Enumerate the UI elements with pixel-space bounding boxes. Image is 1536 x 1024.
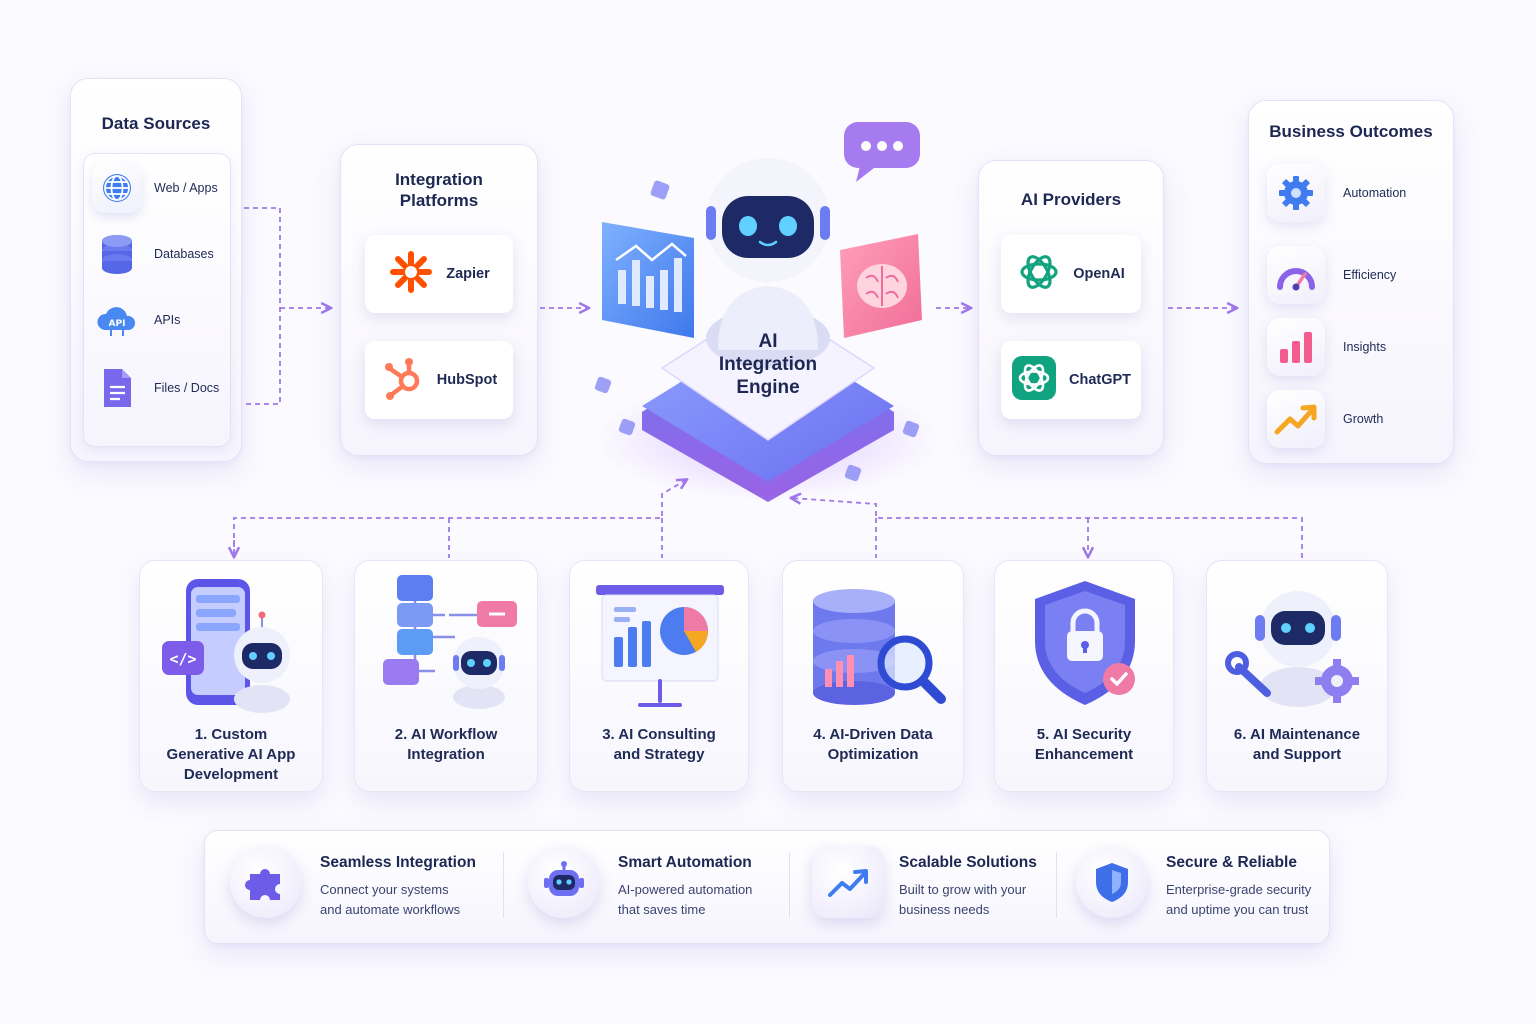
chat-bubble-icon bbox=[844, 122, 920, 182]
phone-robot-icon: </> bbox=[162, 579, 290, 713]
cloud-api-icon: API bbox=[92, 295, 142, 345]
platform-label: Zapier bbox=[446, 266, 490, 282]
feature-title: Secure & Reliable bbox=[1166, 854, 1297, 871]
service-card-workflow[interactable]: 2. AI Workflow Integration bbox=[354, 560, 538, 792]
ai-integration-engine bbox=[594, 122, 938, 502]
trend-up-icon bbox=[812, 846, 884, 918]
feature-desc: Enterprise-grade security and uptime you… bbox=[1166, 882, 1312, 917]
feature-divider bbox=[1056, 852, 1057, 918]
feature-smart-automation: Smart Automation AI-powered automation t… bbox=[528, 846, 752, 930]
robot-icon bbox=[706, 158, 830, 368]
source-files-docs[interactable]: Files / Docs bbox=[92, 360, 219, 416]
integration-platforms-title: Integration Platforms bbox=[395, 170, 483, 210]
provider-chatgpt[interactable]: ChatGPT bbox=[1001, 341, 1141, 419]
business-outcomes-title: Business Outcomes bbox=[1269, 122, 1433, 141]
database-magnifier-icon bbox=[813, 589, 946, 705]
service-label: 3. AI Consulting and Strategy bbox=[602, 726, 716, 763]
provider-label: ChatGPT bbox=[1068, 372, 1132, 388]
feature-desc: Connect your systems and automate workfl… bbox=[320, 882, 461, 917]
data-sources-title: Data Sources bbox=[101, 114, 211, 133]
source-label: Files / Docs bbox=[154, 381, 220, 395]
outcome-label: Efficiency bbox=[1343, 268, 1397, 282]
shield-lock-icon bbox=[1035, 581, 1135, 705]
ai-providers-panel: AI Providers OpenAI ChatGPT bbox=[978, 160, 1164, 456]
provider-openai[interactable]: OpenAI bbox=[1001, 235, 1141, 313]
chart-panel-icon bbox=[602, 222, 694, 338]
bracket-sources bbox=[244, 207, 281, 405]
service-label: 4. AI-Driven Data Optimization bbox=[813, 726, 933, 763]
feature-desc: Built to grow with your business needs bbox=[899, 882, 1027, 917]
gear-icon bbox=[1267, 164, 1325, 222]
outcome-label: Growth bbox=[1343, 412, 1384, 426]
shield-icon bbox=[1076, 846, 1148, 918]
brain-panel-icon bbox=[840, 234, 922, 338]
zapier-icon bbox=[388, 249, 434, 300]
svg-text:</>: </> bbox=[169, 650, 196, 668]
feature-scalable-solutions: Scalable Solutions Built to grow with yo… bbox=[812, 846, 1037, 930]
service-card-consulting[interactable]: 3. AI Consulting and Strategy bbox=[569, 560, 749, 792]
service-card-data-optimization[interactable]: 4. AI-Driven Data Optimization bbox=[782, 560, 964, 792]
puzzle-icon bbox=[230, 846, 302, 918]
bar-chart-icon bbox=[1267, 318, 1325, 376]
outcome-label: Insights bbox=[1343, 340, 1387, 354]
workflow-robot-icon bbox=[383, 575, 517, 709]
openai-icon bbox=[1017, 250, 1061, 299]
feature-desc: AI-powered automation that saves time bbox=[618, 882, 753, 917]
engine-label: AI Integration Engine bbox=[718, 331, 818, 398]
business-outcomes-panel: Business Outcomes Automation Efficiency … bbox=[1248, 100, 1454, 464]
service-card-security[interactable]: 5. AI Security Enhancement bbox=[994, 560, 1174, 792]
service-label: 2. AI Workflow Integration bbox=[394, 726, 498, 763]
trend-up-icon bbox=[1267, 390, 1325, 448]
ai-providers-title: AI Providers bbox=[1020, 190, 1122, 209]
outcome-insights[interactable]: Insights bbox=[1267, 317, 1386, 377]
data-sources-panel: Data Sources Web / Apps Databases API AP… bbox=[70, 78, 242, 462]
platform-hubspot[interactable]: HubSpot bbox=[365, 341, 513, 419]
feature-divider bbox=[789, 852, 790, 918]
presentation-board-icon bbox=[596, 585, 724, 707]
outcome-label: Automation bbox=[1343, 186, 1407, 200]
feature-secure-reliable: Secure & Reliable Enterprise-grade secur… bbox=[1076, 846, 1311, 930]
feature-title: Scalable Solutions bbox=[899, 854, 1037, 871]
source-label: Web / Apps bbox=[154, 181, 218, 195]
globe-icon bbox=[92, 163, 142, 213]
feature-title: Smart Automation bbox=[618, 854, 752, 871]
feature-title: Seamless Integration bbox=[320, 854, 476, 871]
chatgpt-icon bbox=[1011, 355, 1057, 406]
data-sources-inner: Web / Apps Databases API APIs Files / Do… bbox=[83, 153, 231, 447]
robot-icon bbox=[528, 846, 600, 918]
robot-tools-icon bbox=[1225, 591, 1359, 707]
service-label: 1. Custom Generative AI App Development bbox=[166, 726, 296, 783]
database-icon bbox=[92, 229, 142, 279]
source-web-apps[interactable]: Web / Apps bbox=[92, 160, 218, 216]
service-label: 6. AI Maintenance and Support bbox=[1233, 726, 1361, 763]
provider-label: OpenAI bbox=[1073, 266, 1125, 282]
integration-platforms-panel: Integration Platforms Zapier HubSpot bbox=[340, 144, 538, 456]
service-label: 5. AI Security Enhancement bbox=[1034, 726, 1134, 763]
document-icon bbox=[92, 363, 142, 413]
link-services-left bbox=[233, 480, 686, 556]
link-services-right bbox=[792, 498, 1303, 558]
source-label: APIs bbox=[154, 313, 181, 327]
source-apis[interactable]: API APIs bbox=[92, 292, 180, 348]
outcome-growth[interactable]: Growth bbox=[1267, 389, 1383, 449]
platform-zapier[interactable]: Zapier bbox=[365, 235, 513, 313]
source-databases[interactable]: Databases bbox=[92, 226, 214, 282]
feature-seamless-integration: Seamless Integration Connect your system… bbox=[230, 846, 476, 930]
service-card-maintenance[interactable]: 6. AI Maintenance and Support bbox=[1206, 560, 1388, 792]
svg-text:API: API bbox=[109, 319, 126, 329]
source-label: Databases bbox=[154, 247, 214, 261]
feature-divider bbox=[503, 852, 504, 918]
hubspot-icon bbox=[381, 355, 425, 406]
outcome-automation[interactable]: Automation bbox=[1267, 163, 1406, 223]
outcome-efficiency[interactable]: Efficiency bbox=[1267, 245, 1396, 305]
gauge-icon bbox=[1267, 246, 1325, 304]
service-card-custom-genai[interactable]: </> 1. Custom Generative AI App Developm… bbox=[139, 560, 323, 792]
platform-label: HubSpot bbox=[436, 372, 498, 388]
